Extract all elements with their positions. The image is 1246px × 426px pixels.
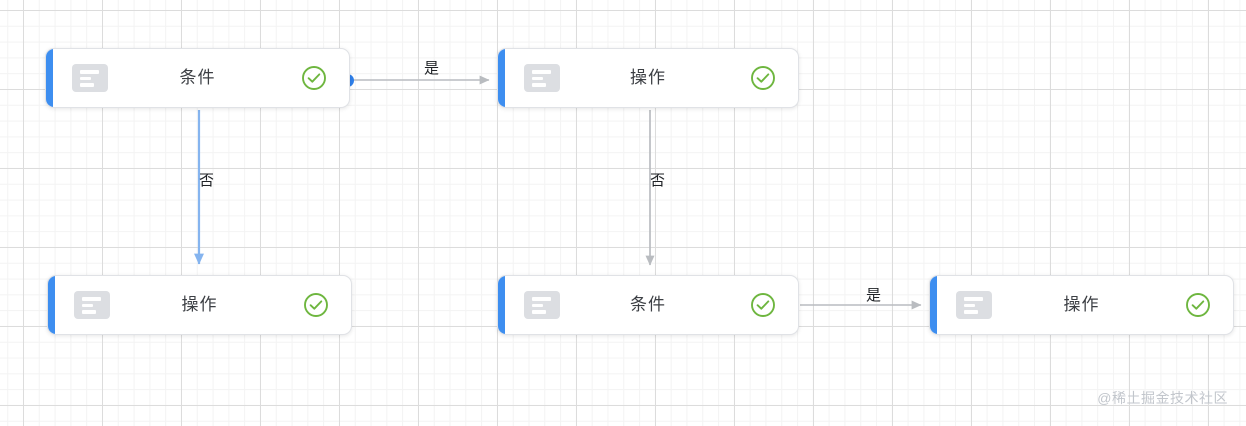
check-circle-icon[interactable] [303,292,329,318]
flow-node-action-3[interactable]: 操作 [929,275,1234,335]
flow-node-action-2[interactable]: 操作 [47,275,352,335]
flow-node-condition-1[interactable]: 条件 [45,48,350,108]
list-icon [72,64,108,92]
node-accent-bar [498,276,505,334]
edge-label-yes-top: 是 [424,60,440,77]
check-circle-icon[interactable] [1185,292,1211,318]
node-accent-bar [48,276,55,334]
list-icon [74,291,110,319]
node-accent-bar [46,49,53,107]
check-circle-icon[interactable] [750,65,776,91]
check-circle-icon[interactable] [301,65,327,91]
watermark: @稀土掘金技术社区 [1097,390,1228,406]
flow-node-condition-2[interactable]: 条件 [497,275,799,335]
edge-label-no-mid: 否 [650,172,666,189]
list-icon [524,291,560,319]
edge-label-no-left: 否 [199,172,215,189]
list-icon [524,64,560,92]
check-circle-icon[interactable] [750,292,776,318]
edge-label-yes-bottom: 是 [866,287,882,304]
flow-node-action-1[interactable]: 操作 [497,48,799,108]
node-accent-bar [498,49,505,107]
list-icon [956,291,992,319]
node-accent-bar [930,276,937,334]
